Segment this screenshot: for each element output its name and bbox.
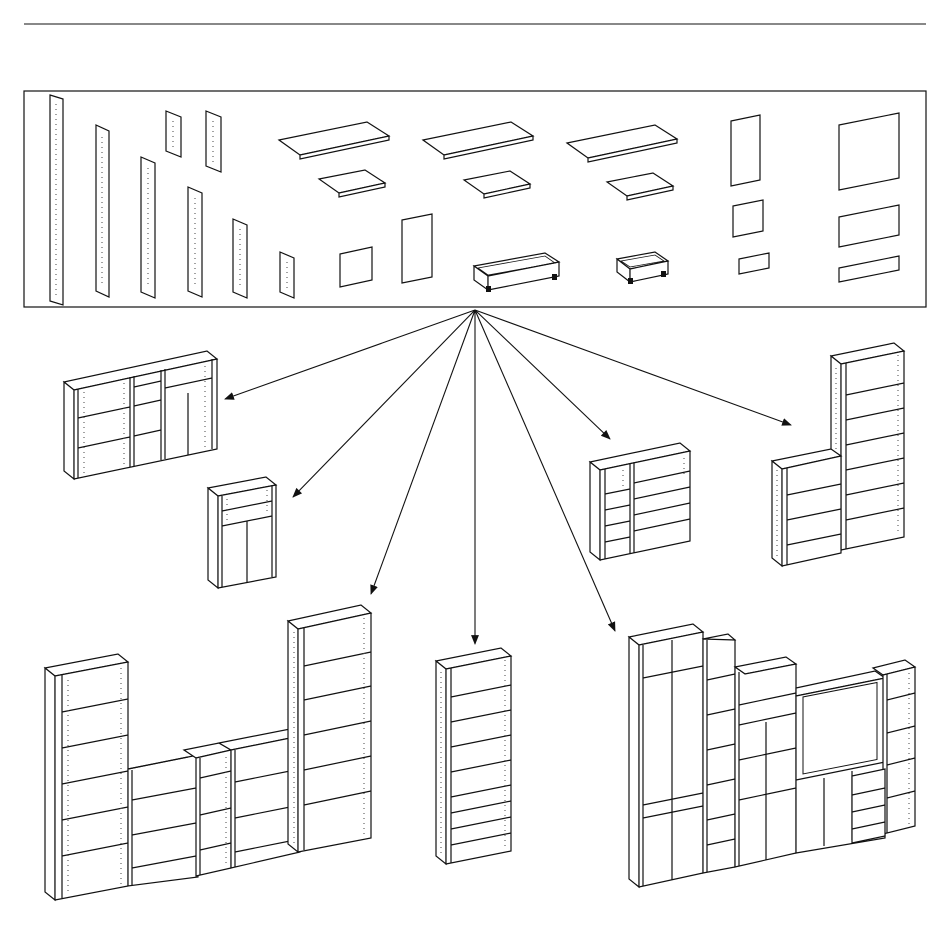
back-panel-strip — [839, 256, 899, 282]
back-panel-wide — [839, 205, 899, 247]
config-two-section-drawer-unit — [590, 443, 690, 560]
config-large-wall-bookcase — [45, 605, 371, 900]
side-panel-1 — [50, 95, 63, 305]
shelf-small-1 — [319, 170, 385, 197]
arrow-to-wide-cabinet — [225, 310, 475, 399]
shelf-small-2 — [464, 171, 530, 198]
side-panel-4 — [188, 187, 202, 297]
back-panel-large — [839, 113, 899, 190]
config-tv-wall-unit — [629, 624, 915, 887]
side-panel-5 — [233, 219, 247, 298]
side-panel-short-2 — [206, 111, 221, 172]
config-l-shaped-bookcase — [772, 343, 904, 566]
arrow-to-l-bookcase — [475, 310, 791, 425]
shelf-large-3 — [567, 125, 677, 162]
back-panel-medium — [733, 200, 763, 237]
arrow-to-small-cabinet — [293, 310, 475, 497]
shelf-large-1 — [279, 122, 389, 159]
drawer-wide — [474, 253, 559, 292]
side-panel-2 — [96, 125, 109, 297]
arrows — [225, 310, 791, 644]
arrow-to-drawer-unit — [475, 310, 610, 439]
door-small — [340, 247, 372, 287]
back-panel-tall — [731, 115, 760, 186]
config-small-cabinet-with-doors — [208, 477, 276, 588]
arrow-to-large-bookcase — [371, 310, 475, 594]
shelf-large-2 — [423, 122, 533, 159]
side-panel-3 — [141, 157, 155, 298]
drawer-narrow — [617, 252, 668, 284]
config-wide-cabinet-with-doors — [64, 351, 217, 479]
config-tall-bookcase-with-drawers — [436, 648, 511, 864]
side-panel-short-1 — [166, 111, 181, 157]
back-panel-small — [739, 253, 769, 274]
shelf-small-3 — [607, 173, 673, 200]
side-panel-6 — [280, 252, 294, 298]
components-panel — [24, 91, 926, 307]
door-tall — [402, 214, 432, 283]
